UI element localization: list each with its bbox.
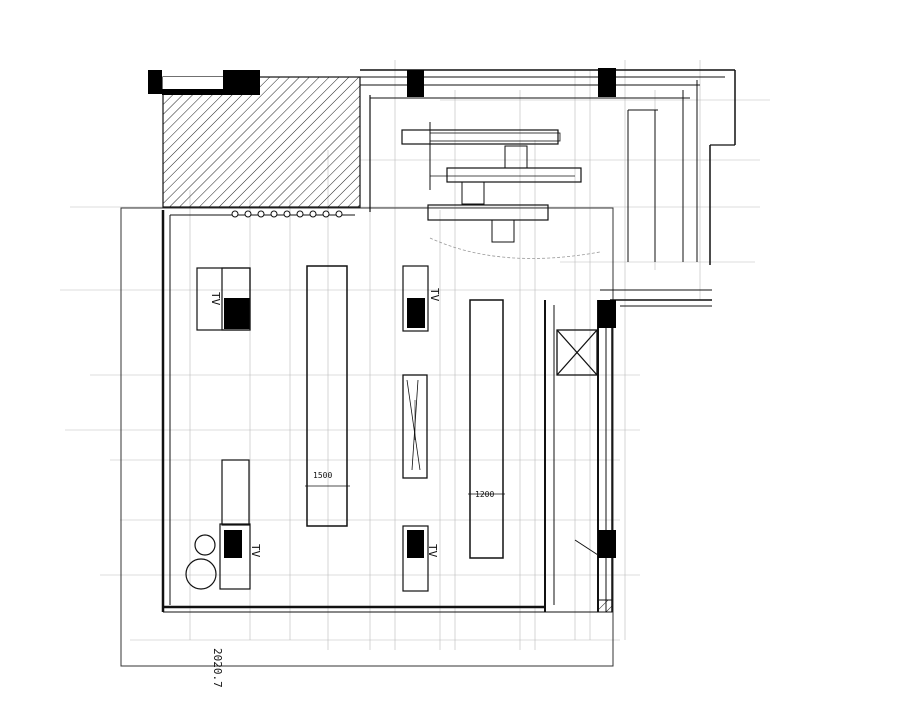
round-table-large <box>185 558 217 590</box>
columns <box>148 68 616 558</box>
table-left <box>306 265 348 527</box>
column <box>148 70 162 94</box>
table-right <box>469 299 504 559</box>
column <box>223 70 260 95</box>
table-center <box>402 374 428 479</box>
column <box>407 530 424 558</box>
hatched-area <box>162 76 361 208</box>
spotlight-row <box>231 210 343 218</box>
column <box>598 68 616 97</box>
tv-label-top-center: TV <box>428 288 441 302</box>
dimension-right-table: 1200 <box>475 490 494 499</box>
column <box>407 298 425 328</box>
elevator-shaft <box>556 329 599 556</box>
column <box>598 530 616 558</box>
tv-label-bottom-left: TV <box>249 544 262 558</box>
column <box>224 298 250 329</box>
tv-label-top-left: TV <box>209 292 222 306</box>
column <box>162 89 224 95</box>
side-cabinets <box>196 265 429 592</box>
outer-frame <box>120 207 614 667</box>
display-tables <box>305 265 505 559</box>
round-table-small <box>194 534 216 556</box>
dimension-left-table: 1500 <box>313 471 332 480</box>
bottom-note: 2020.7 <box>211 648 224 688</box>
tv-label-bottom-center: TV <box>426 544 439 558</box>
shelf-units <box>401 122 582 243</box>
door-arc <box>429 237 601 259</box>
column <box>224 530 242 558</box>
round-tables <box>185 534 217 590</box>
corner-block <box>597 599 613 613</box>
column <box>407 70 424 97</box>
column <box>598 300 616 328</box>
